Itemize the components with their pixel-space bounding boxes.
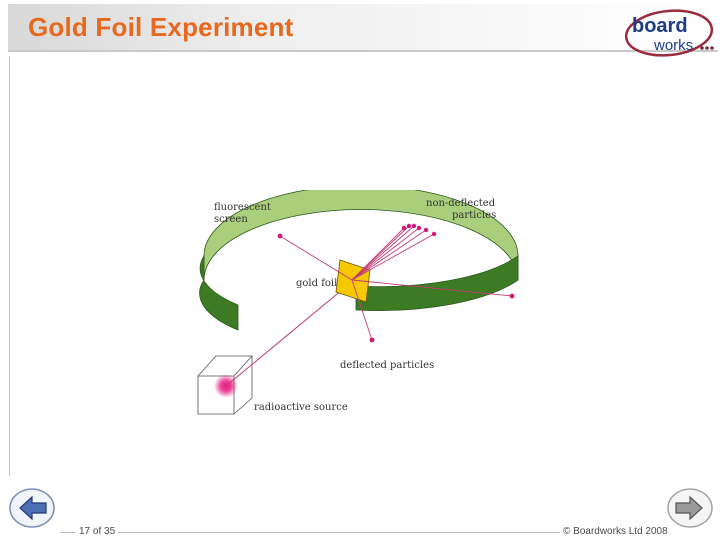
alpha-beam <box>225 279 355 387</box>
logo-ring <box>624 9 714 57</box>
header-band <box>8 4 718 52</box>
logo-word-works: works <box>653 37 693 54</box>
slide-title: Gold Foil Experiment <box>28 12 294 42</box>
left-rule <box>9 56 10 476</box>
arrow-left-icon <box>9 488 55 528</box>
copyright-text: © Boardworks Ltd 2008 <box>560 526 671 537</box>
nondeflected-hits <box>401 223 437 237</box>
nondeflected-paths <box>351 225 435 281</box>
logo-word-board: board <box>632 15 688 37</box>
label-screen-line1: fluorescent <box>214 202 271 213</box>
footer: 17 of 35 © Boardworks Ltd 2008 <box>0 515 720 540</box>
boardworks-logo: board works <box>624 9 714 57</box>
label-nondeflected-line2: particles <box>452 210 496 221</box>
gold-foil-diagram: fluorescent screen non-deflected particl… <box>197 190 519 415</box>
footer-rule <box>60 532 660 533</box>
logo-dots <box>700 46 714 50</box>
page-counter: 17 of 35 <box>76 526 119 537</box>
previous-slide-button[interactable] <box>6 486 58 530</box>
deflected-hits <box>277 233 515 343</box>
arrow-right-icon <box>667 488 713 528</box>
label-deflected: deflected particles <box>340 360 434 371</box>
screen-outer-face-left <box>199 254 239 331</box>
next-slide-button[interactable] <box>664 486 716 530</box>
label-gold-foil: gold foil <box>296 278 337 289</box>
deflected-paths <box>279 235 513 341</box>
label-nondeflected-line1: non-deflected <box>426 198 496 209</box>
label-source: radioactive source <box>254 402 348 413</box>
label-screen-line2: screen <box>214 214 248 225</box>
